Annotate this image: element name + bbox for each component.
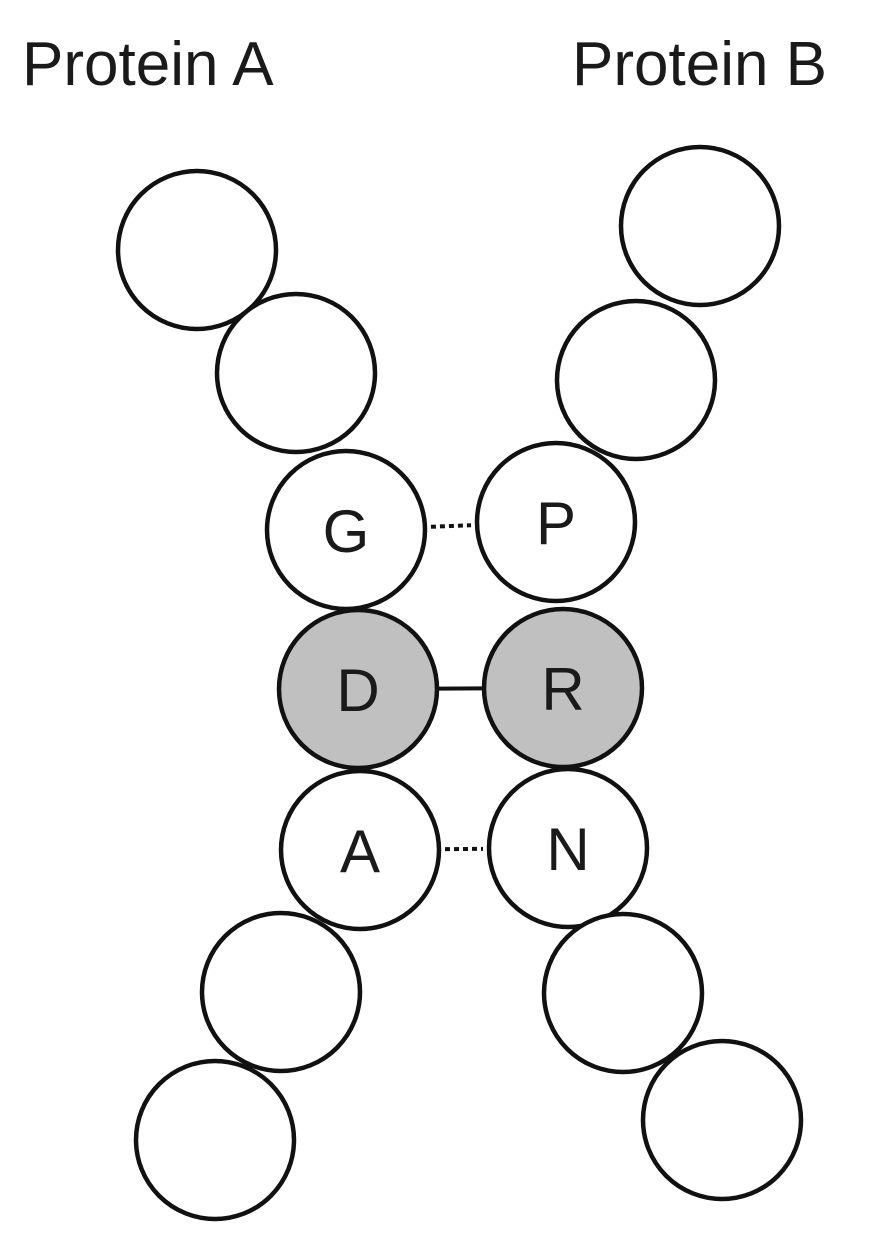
protein-b-residue-r: R — [481, 606, 645, 770]
protein-a-residue-circle — [214, 291, 378, 455]
protein-b-residue-p: P — [474, 440, 638, 604]
protein-a-residue-circle — [199, 910, 363, 1074]
protein-b-residue-circle — [474, 440, 638, 604]
protein-a-residue-7 — [133, 1058, 297, 1222]
protein-b-residue-7 — [640, 1038, 804, 1202]
protein-b-residue-label: R — [541, 656, 584, 723]
protein-a-residue-6 — [199, 910, 363, 1074]
protein-a-residue-2 — [214, 291, 378, 455]
protein-b-chain: P R N — [474, 144, 804, 1202]
protein-a-residue-circle — [115, 168, 279, 332]
protein-a-residue-label: D — [336, 657, 379, 724]
protein-a-residue-circle — [278, 768, 442, 932]
protein-b-residue-circle — [618, 144, 782, 308]
protein-b-residue-label: P — [536, 490, 576, 557]
protein-b-residue-2 — [554, 298, 718, 462]
protein-b-residue-circle — [640, 1038, 804, 1202]
protein-a-residue-label: G — [323, 498, 370, 565]
protein-b-residue-1 — [618, 144, 782, 308]
protein-b-residue-6 — [541, 911, 705, 1075]
protein-b-residue-label: N — [546, 816, 589, 883]
protein-a-residue-a: A — [278, 768, 442, 932]
protein-a-residue-label: A — [340, 818, 380, 885]
bond-g-p-dotted — [430, 523, 472, 529]
protein-b-residue-circle — [541, 911, 705, 1075]
protein-b-residue-circle — [554, 298, 718, 462]
protein-a-residue-1 — [115, 168, 279, 332]
interaction-bonds — [430, 523, 484, 852]
protein-a-residue-circle — [133, 1058, 297, 1222]
protein-b-residue-n: N — [486, 766, 650, 930]
protein-b-title: Protein B — [572, 30, 827, 99]
protein-b-residue-circle — [486, 766, 650, 930]
protein-a-residue-g: G — [264, 448, 428, 612]
protein-a-residue-d: D — [276, 607, 440, 771]
protein-a-chain: G D A — [115, 168, 442, 1222]
protein-a-title: Protein A — [22, 30, 274, 99]
protein-a-residue-circle — [276, 607, 440, 771]
